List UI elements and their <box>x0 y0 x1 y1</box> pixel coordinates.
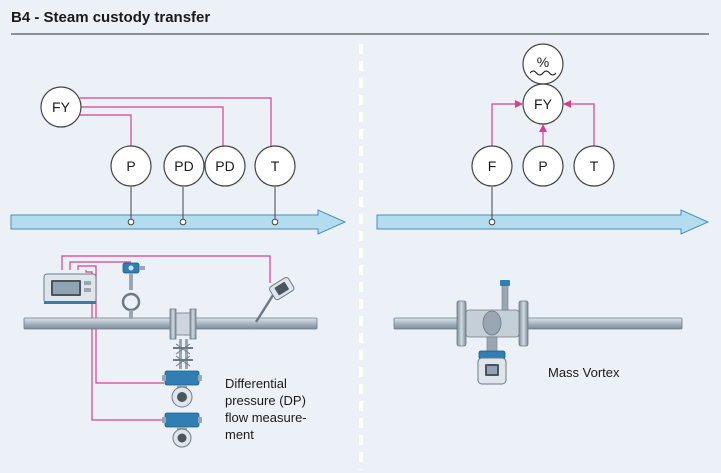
bubble-t-right: T <box>573 145 615 187</box>
page-title: B4 - Steam custody transfer <box>11 9 210 26</box>
temperature-sensor <box>254 277 295 323</box>
bubble-p-right: P <box>522 145 564 187</box>
bubble-f: F <box>471 145 513 187</box>
bubble-fy-left: FY <box>40 86 82 128</box>
right-signal-arrowheads <box>515 100 571 132</box>
bubble-pd-1: PD <box>163 145 205 187</box>
svg-text:ment: ment <box>225 427 254 442</box>
svg-text:F: F <box>488 158 497 174</box>
wave-symbol-icon <box>529 70 557 76</box>
dp-transmitter-lower <box>162 412 202 448</box>
dp-caption: Differential pressure (DP) flow measure-… <box>225 376 307 442</box>
right-pipe <box>393 317 683 330</box>
field-wiring <box>61 255 271 421</box>
dp-orifice-assembly <box>169 308 197 369</box>
mass-vortex-meter <box>393 280 683 385</box>
svg-text:PD: PD <box>174 158 193 174</box>
bubble-p-left: P <box>110 145 152 187</box>
svg-text:pressure (DP): pressure (DP) <box>225 393 306 408</box>
svg-text:flow measure-: flow measure- <box>225 410 307 425</box>
svg-text:T: T <box>590 158 599 174</box>
right-tap <box>488 187 496 226</box>
bubble-fy-right: FY <box>522 83 564 125</box>
svg-text:FY: FY <box>534 96 553 112</box>
svg-text:PD: PD <box>215 158 234 174</box>
svg-text:FY: FY <box>52 99 71 115</box>
left-flow-arrow <box>10 209 347 235</box>
svg-text:P: P <box>538 158 547 174</box>
pressure-transmitter <box>121 262 145 319</box>
mass-vortex-label: Mass Vortex <box>548 365 620 380</box>
bubble-pd-2: PD <box>204 145 246 187</box>
svg-text:%: % <box>537 54 549 70</box>
bubble-t-left: T <box>254 145 296 187</box>
svg-text:T: T <box>271 158 280 174</box>
flow-computer-device <box>43 273 97 304</box>
left-signal-lines <box>80 97 272 147</box>
svg-text:P: P <box>126 158 135 174</box>
bubble-percent: % <box>522 43 564 85</box>
left-installation <box>23 255 318 448</box>
right-flow-arrow <box>376 209 710 235</box>
left-taps <box>127 187 279 226</box>
dp-transmitter-upper <box>162 370 202 408</box>
svg-text:Differential: Differential <box>225 376 287 391</box>
